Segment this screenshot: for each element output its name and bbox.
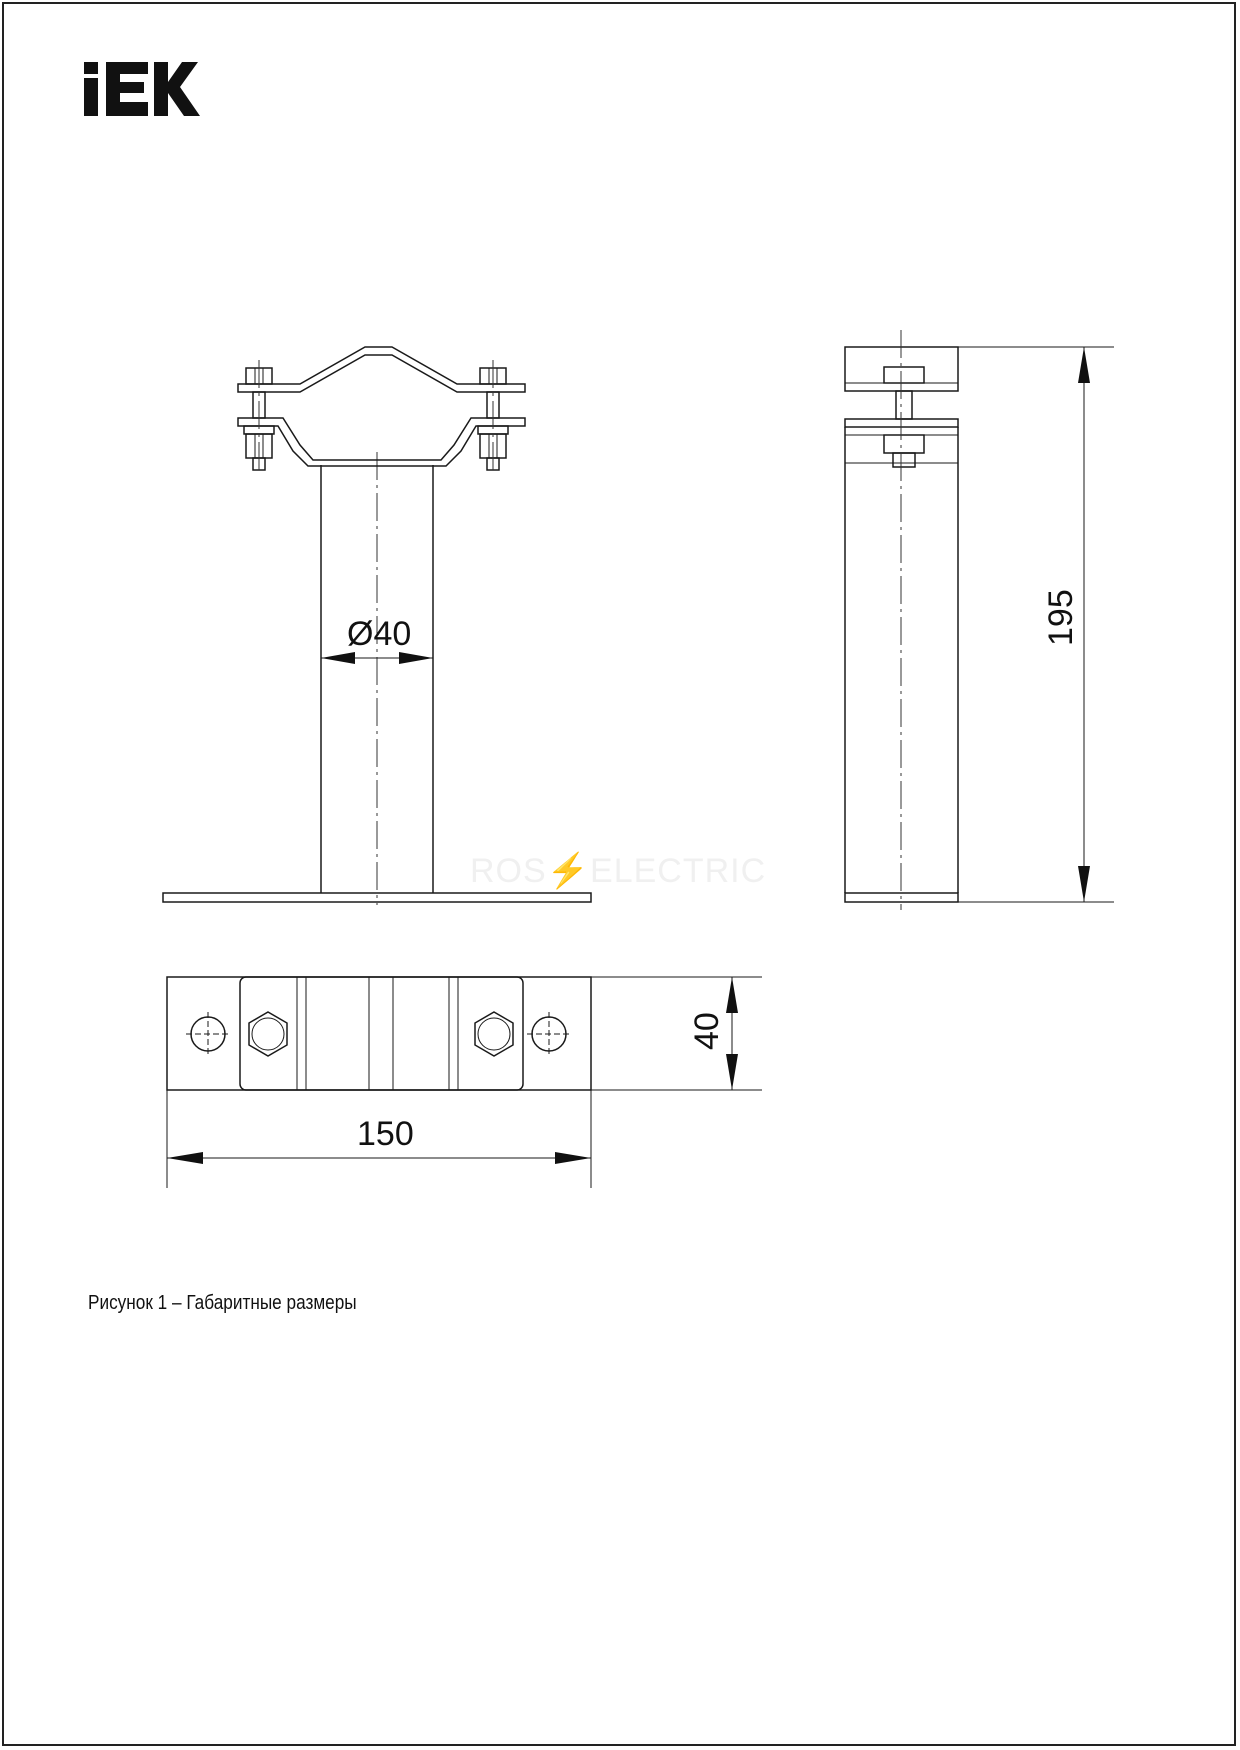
watermark-text: ROS⚡ELECTRIC <box>470 851 766 891</box>
hex-bolt-right <box>474 1011 514 1057</box>
length-label: 150 <box>357 1115 414 1153</box>
diameter-label: Ø40 <box>347 615 411 653</box>
side-view: 195 <box>844 330 1114 910</box>
iek-logo <box>84 62 200 116</box>
left-bolt <box>243 360 275 474</box>
hex-bolt-left <box>248 1011 288 1057</box>
right-bolt <box>477 360 509 474</box>
width-label: 40 <box>688 1012 726 1050</box>
figure-caption: Рисунок 1 – Габаритные размеры <box>88 1292 357 1314</box>
length-dimension: 150 <box>166 1090 592 1188</box>
diameter-dimension: Ø40 <box>321 615 433 664</box>
height-label: 195 <box>1042 589 1080 646</box>
front-base-plate <box>162 892 592 903</box>
height-dimension: 195 <box>958 346 1114 903</box>
front-view: Ø40 <box>162 346 592 905</box>
upper-clamp <box>237 346 526 393</box>
lower-clamp <box>237 417 526 467</box>
width-dimension: 40 <box>591 976 762 1091</box>
top-view: 40 150 <box>166 976 762 1188</box>
